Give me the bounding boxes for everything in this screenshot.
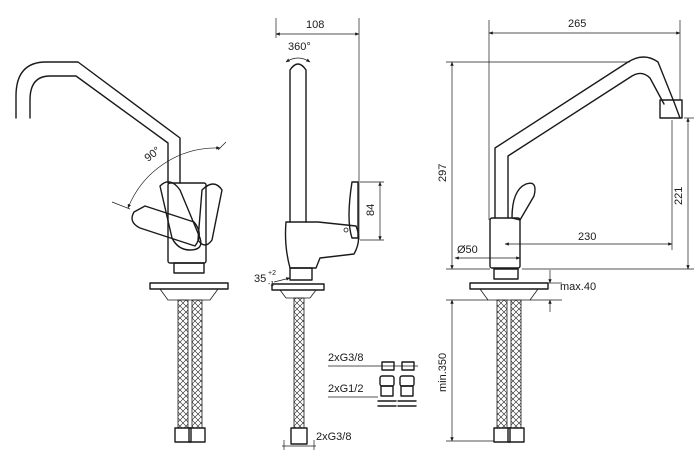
lever-angle-label: 90° [142,145,163,165]
left-lever-rotated-2 [197,183,223,246]
left-body [167,182,207,264]
thread-g12-label: 2xG1/2 [328,383,363,395]
middle-view: 108 360° 84 35 +2 -1 2xG3/8 2xG3/8 [254,18,418,450]
base-diameter-label: Ø50 [457,244,478,256]
left-hose-b [191,299,203,429]
middle-hose [293,297,305,429]
middle-spout [289,63,307,223]
fitting-g38-a [381,361,395,371]
rotation-label: 360° [288,41,311,53]
aerator [659,99,683,119]
angle-tol-label: 35 [254,273,266,285]
bottom-thread-label: 2xG3/8 [316,431,351,443]
thread-g38-label: 2xG3/8 [328,352,363,364]
left-view: 90° [15,61,229,443]
right-hose-a [496,299,508,429]
hose-length-label: min.350 [437,353,449,392]
left-hose-a [177,299,189,429]
deck-max-label: max.40 [560,281,596,293]
svg-text:+2: +2 [268,270,276,277]
fitting-g12-a [379,375,395,387]
overall-width-label: 265 [568,18,586,30]
right-spout [494,56,681,219]
lever-height-label: 84 [365,204,377,216]
reach-label: 230 [578,231,596,243]
svg-text:-1: -1 [268,281,274,288]
left-spout [15,61,181,184]
fitting-g38-b [401,361,415,371]
middle-base-plate [271,283,325,291]
right-lever [511,182,536,221]
left-base-plate [149,282,229,290]
fitting-g12-b [399,375,415,387]
rotation-arc [285,57,311,63]
left-lever-rotated [131,205,200,247]
lever-angle-arc [127,146,221,209]
left-lever-active [159,181,202,251]
right-hose-b [510,299,522,429]
right-base-plate [469,282,549,290]
width-108-label: 108 [306,19,324,31]
overall-height-label: 297 [437,164,449,182]
outlet-height-label: 221 [673,187,685,205]
right-view: 265 297 221 230 Ø50 max.40 [437,18,694,443]
right-body [489,217,521,269]
middle-body [284,221,360,269]
